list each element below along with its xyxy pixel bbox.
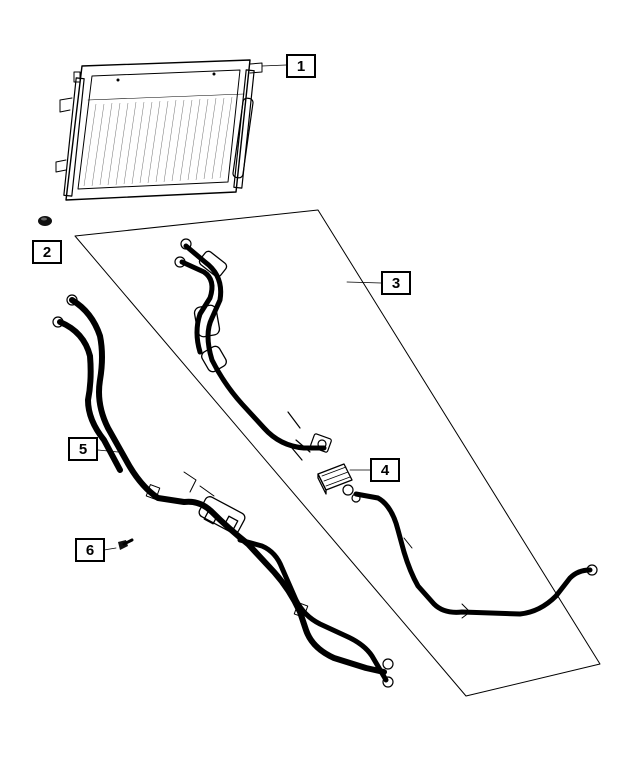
suction-line[interactable] xyxy=(174,238,332,461)
callout-5[interactable]: 5 xyxy=(68,437,98,461)
callout-5-leader xyxy=(97,449,119,453)
callout-2[interactable]: 2 xyxy=(32,240,62,264)
callout-1[interactable]: 1 xyxy=(286,54,316,78)
kit-outline xyxy=(74,209,601,697)
callout-6-label: 6 xyxy=(85,541,95,559)
callout-6[interactable]: 6 xyxy=(75,538,105,562)
condenser[interactable] xyxy=(55,59,287,201)
callout-5-label: 5 xyxy=(78,440,88,458)
callout-3-leader xyxy=(346,281,382,284)
callout-4[interactable]: 4 xyxy=(370,458,400,482)
bracket[interactable] xyxy=(317,463,371,495)
callout-3[interactable]: 3 xyxy=(381,271,411,295)
callout-1-label: 1 xyxy=(296,57,306,75)
callout-4-label: 4 xyxy=(380,461,390,479)
bolt[interactable] xyxy=(103,538,134,551)
callout-2-label: 2 xyxy=(42,243,52,261)
liquid-line[interactable] xyxy=(52,294,394,688)
callout-3-label: 3 xyxy=(391,274,401,292)
plug[interactable] xyxy=(38,216,52,226)
discharge-line[interactable] xyxy=(342,484,598,619)
